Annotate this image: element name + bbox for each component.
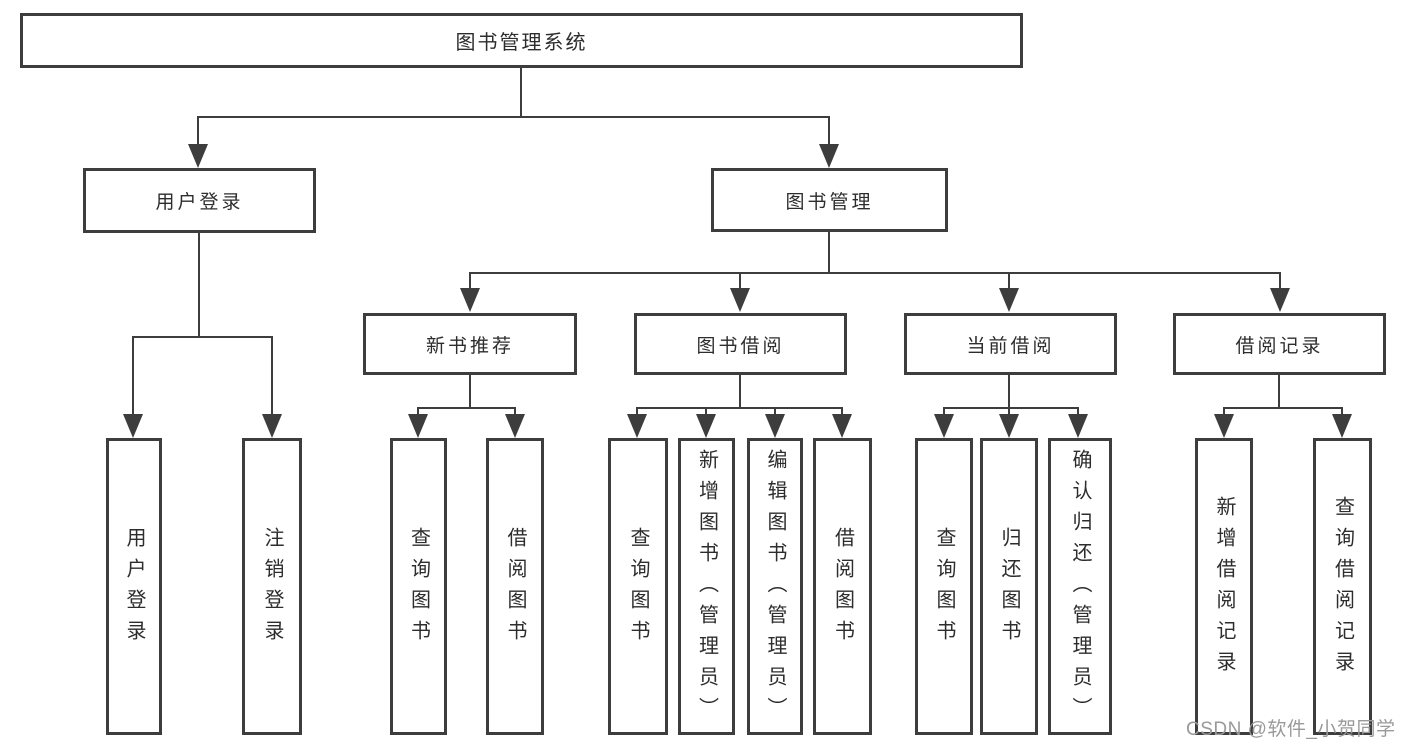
leaf-cb-return-books: 归还图书 (980, 438, 1038, 735)
connector-arm-nbr-query (417, 407, 419, 416)
connector-book-mgmt-trunk (828, 232, 830, 273)
leaf-br-query-record: 查询借阅记录 (1313, 438, 1372, 735)
arrowhead-down (999, 414, 1019, 438)
connector-user-login-branch (132, 336, 273, 338)
leaf-nbr-borrow-books: 借阅图书 (486, 438, 544, 735)
node-book-borrowing: 图书借阅 (634, 313, 847, 375)
connector-user-login-trunk (198, 233, 200, 337)
leaf-nbr-query-books: 查询图书 (390, 438, 447, 735)
connector-arm-cb-return (1008, 407, 1010, 416)
leaf-logout: 注销登录 (242, 438, 302, 735)
arrowhead-down (934, 414, 954, 438)
connector-arm-br-query (1341, 407, 1343, 416)
leaf-bb-edit-books-admin: 编辑图书（管理员） (747, 438, 803, 735)
arrowhead-down (819, 144, 839, 168)
connector-arm-borrow-record (1279, 272, 1281, 290)
arrowhead-down (408, 414, 428, 438)
arrowhead-down (460, 288, 480, 312)
node-book-management-group: 图书管理 (711, 168, 948, 232)
connector-arm-leaf-logout (271, 336, 273, 416)
arrowhead-down (730, 288, 750, 312)
connector-arm-br-add (1223, 407, 1225, 416)
arrowhead-down (262, 414, 282, 438)
connector-nbr-branch (417, 407, 516, 409)
leaf-br-add-record: 新增借阅记录 (1195, 438, 1253, 735)
connector-book-mgmt-branch (469, 272, 1281, 274)
leaf-cb-confirm-return-admin: 确认归还（管理员） (1048, 438, 1112, 735)
arrowhead-down (999, 288, 1019, 312)
connector-arm-leaf-user-login (132, 336, 134, 416)
arrowhead-down (1214, 414, 1234, 438)
leaf-bb-query-books: 查询图书 (608, 438, 668, 735)
node-user-login-group: 用户登录 (83, 168, 316, 233)
leaf-user-login: 用户登录 (106, 438, 162, 735)
connector-arm-bb-edit (774, 407, 776, 416)
connector-arm-user-login (197, 116, 199, 148)
node-current-borrowing: 当前借阅 (904, 313, 1117, 375)
arrowhead-down (188, 144, 208, 168)
arrowhead-down (1332, 414, 1352, 438)
node-root-library-system: 图书管理系统 (20, 13, 1023, 68)
connector-arm-book-mgmt (828, 116, 830, 148)
connector-cb-branch (943, 407, 1079, 409)
connector-bb-branch (636, 407, 843, 409)
connector-br-trunk (1278, 375, 1280, 408)
leaf-cb-query-books: 查询图书 (915, 438, 973, 735)
connector-arm-book-borrow (739, 272, 741, 290)
arrowhead-down (505, 414, 525, 438)
arrowhead-down (627, 414, 647, 438)
arrowhead-down (123, 414, 143, 438)
arrowhead-down (1068, 414, 1088, 438)
connector-arm-new-book-rec (469, 272, 471, 290)
csdn-watermark: CSDN @软件_小贺同学 (1186, 719, 1396, 740)
arrowhead-down (696, 414, 716, 438)
arrowhead-down (1270, 288, 1290, 312)
leaf-bb-add-books-admin: 新增图书（管理员） (678, 438, 735, 735)
connector-bb-trunk (739, 375, 741, 408)
arrowhead-down (765, 414, 785, 438)
node-borrowing-records: 借阅记录 (1173, 313, 1386, 375)
connector-arm-cb-query (943, 407, 945, 416)
connector-arm-current-borrow (1008, 272, 1010, 290)
connector-arm-bb-borrow (841, 407, 843, 416)
connector-arm-nbr-borrow (514, 407, 516, 416)
connector-cb-trunk (1008, 375, 1010, 408)
connector-root-trunk (520, 68, 522, 117)
connector-arm-bb-add (705, 407, 707, 416)
node-new-book-recommendation: 新书推荐 (363, 313, 577, 375)
arrowhead-down (832, 414, 852, 438)
connector-arm-cb-confirm (1077, 407, 1079, 416)
connector-nbr-trunk (469, 375, 471, 408)
connector-arm-bb-query (636, 407, 638, 416)
connector-root-branch (197, 116, 830, 118)
leaf-bb-borrow-books: 借阅图书 (813, 438, 872, 735)
connector-br-branch (1223, 407, 1343, 409)
